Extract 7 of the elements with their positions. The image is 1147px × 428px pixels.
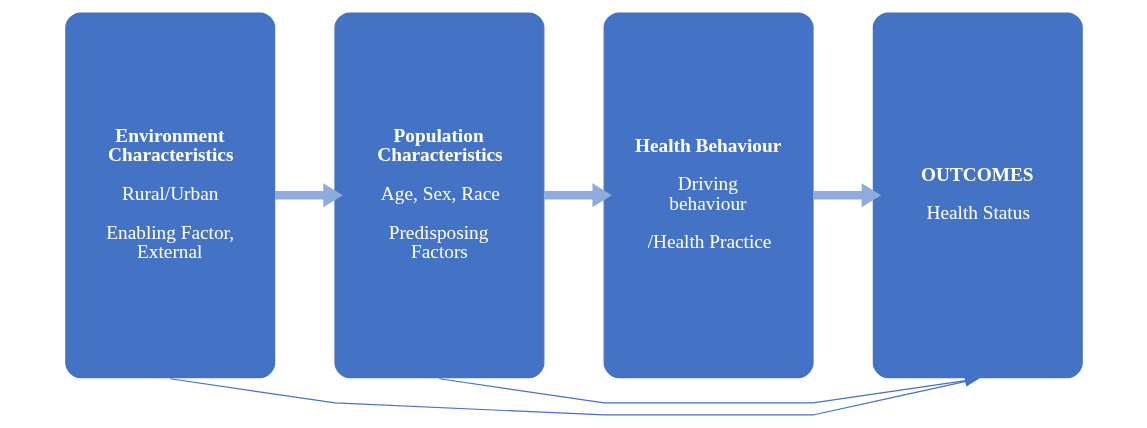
arrow	[274, 183, 343, 208]
arrow	[812, 183, 881, 208]
node-box: Health Behaviour Driving behaviour /Health Practice	[603, 12, 814, 379]
node-box: OUTCOMES Health Status	[872, 12, 1083, 379]
node-box: Environment Characteristics Rural/Urban Enabling Factor, External	[64, 12, 275, 379]
node-box: Population Characteristics Age, Sex, Race Predisposing Factors	[333, 12, 544, 379]
arrow	[543, 183, 612, 208]
